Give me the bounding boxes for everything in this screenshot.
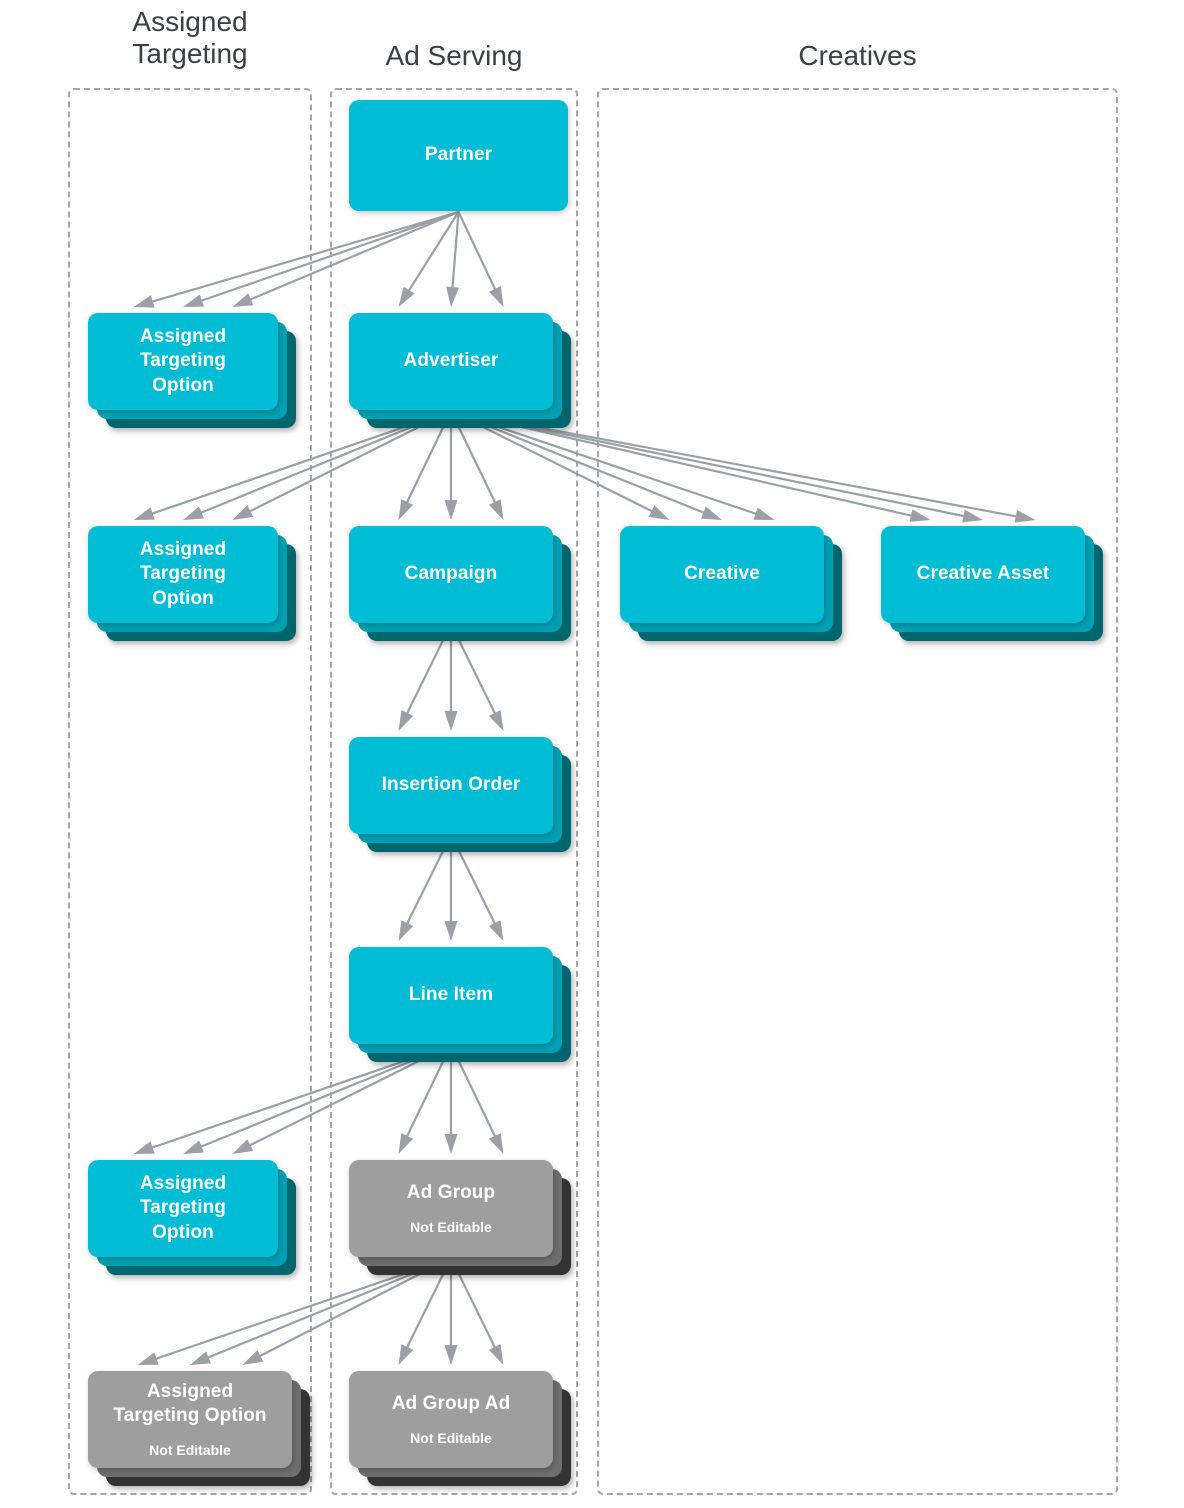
node-badge-not-editable-ad-group-ad: Not Editable <box>410 1430 492 1447</box>
node-label-insertion-order: Insertion Order <box>381 774 521 796</box>
node-label-ato-1: Assigned Targeting Option <box>139 326 227 396</box>
node-card-campaign[interactable]: Campaign <box>349 526 553 623</box>
node-card-ato-3[interactable]: Assigned Targeting Option <box>88 1160 278 1257</box>
column-frame-assigned-targeting <box>68 88 312 1495</box>
node-label-ato-3: Assigned Targeting Option <box>139 1173 227 1243</box>
node-insertion-order[interactable]: Insertion Order <box>349 737 573 854</box>
node-creative[interactable]: Creative <box>620 526 844 643</box>
node-card-creative-asset[interactable]: Creative Asset <box>881 526 1085 623</box>
column-header-creatives: Creatives <box>798 40 917 71</box>
node-card-partner[interactable]: Partner <box>349 100 568 211</box>
column-frame-ad-serving <box>330 88 578 1495</box>
node-ato-3[interactable]: Assigned Targeting Option <box>88 1160 298 1277</box>
column-header-ad-serving: Ad Serving <box>385 40 523 71</box>
node-card-ato-2[interactable]: Assigned Targeting Option <box>88 526 278 623</box>
node-partner[interactable]: Partner <box>349 100 588 231</box>
node-card-ato-1[interactable]: Assigned Targeting Option <box>88 313 278 410</box>
node-ad-group-ad[interactable]: Ad Group Ad Not Editable <box>349 1371 573 1488</box>
node-label-ato-4: Assigned Targeting Option <box>113 1380 267 1427</box>
node-label-campaign: Campaign <box>404 563 498 585</box>
node-label-ad-group-ad: Ad Group Ad <box>391 1392 511 1414</box>
node-label-creative: Creative <box>684 563 760 585</box>
node-label-ato-2: Assigned Targeting Option <box>139 539 227 609</box>
node-ato-1[interactable]: Assigned Targeting Option <box>88 313 298 430</box>
node-label-partner: Partner <box>424 144 493 166</box>
node-card-line-item[interactable]: Line Item <box>349 947 553 1044</box>
node-card-ad-group-ad[interactable]: Ad Group Ad Not Editable <box>349 1371 553 1468</box>
node-card-advertiser[interactable]: Advertiser <box>349 313 553 410</box>
node-label-ad-group: Ad Group <box>406 1181 496 1203</box>
node-campaign[interactable]: Campaign <box>349 526 573 643</box>
node-card-creative[interactable]: Creative <box>620 526 824 623</box>
node-label-line-item: Line Item <box>408 984 494 1006</box>
node-label-advertiser: Advertiser <box>403 350 499 372</box>
node-advertiser[interactable]: Advertiser <box>349 313 573 430</box>
column-frame-creatives <box>597 88 1118 1495</box>
node-card-insertion-order[interactable]: Insertion Order <box>349 737 553 834</box>
column-header-assigned-targeting: Assigned Targeting <box>132 6 248 70</box>
node-line-item[interactable]: Line Item <box>349 947 573 1064</box>
node-creative-asset[interactable]: Creative Asset <box>881 526 1105 643</box>
node-ato-2[interactable]: Assigned Targeting Option <box>88 526 298 643</box>
node-badge-not-editable-ad-group: Not Editable <box>410 1219 492 1236</box>
node-badge-not-editable-ato-4: Not Editable <box>149 1442 231 1459</box>
node-label-creative-asset: Creative Asset <box>916 563 1050 585</box>
